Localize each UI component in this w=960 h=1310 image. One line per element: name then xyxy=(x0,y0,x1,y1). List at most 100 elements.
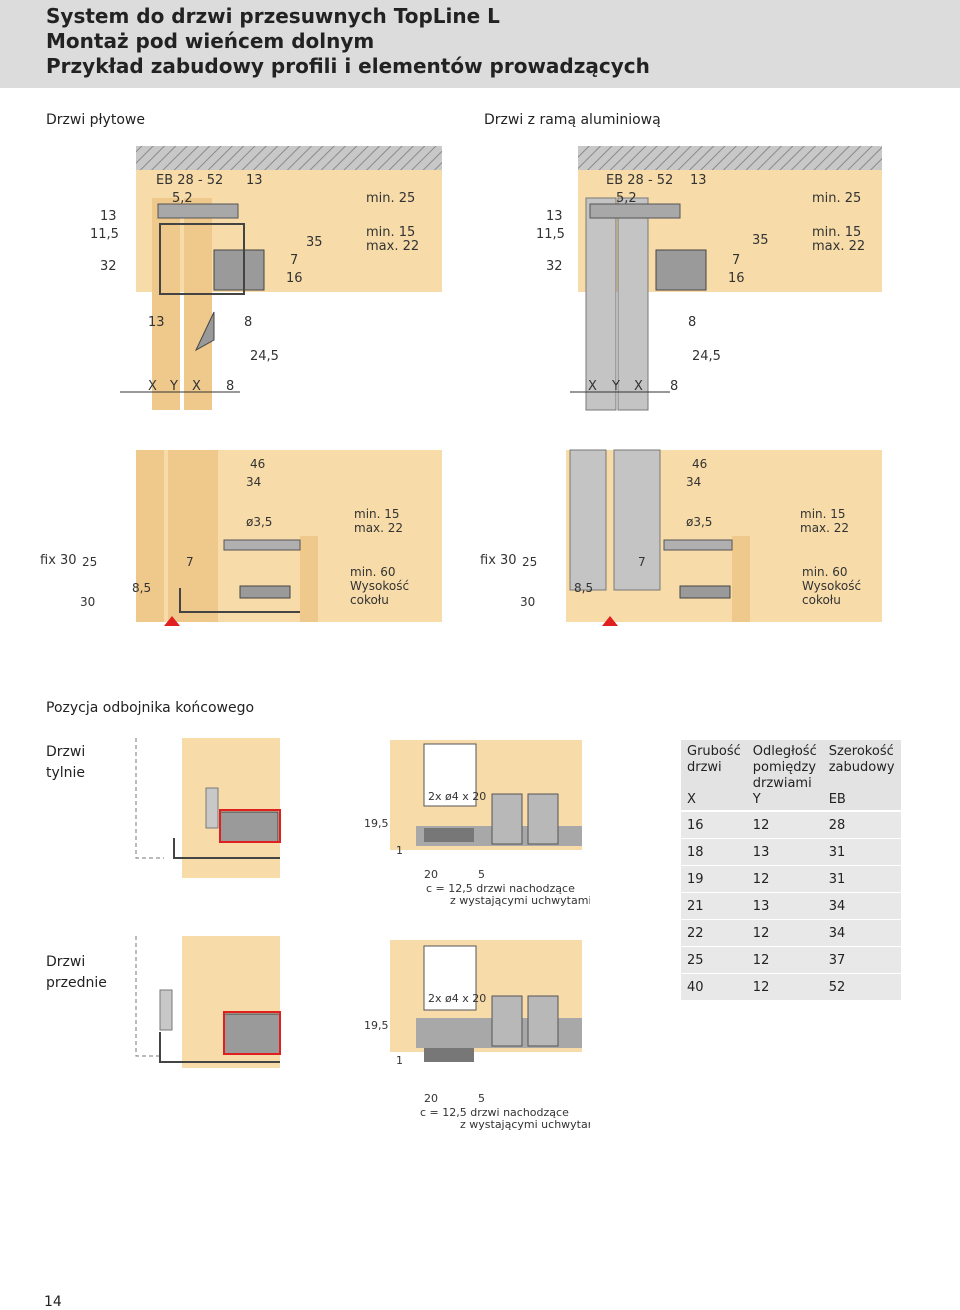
header-text: X xyxy=(687,792,696,807)
roller-carriage xyxy=(655,249,707,291)
section-title-panel-doors: Drzwi płytowe xyxy=(46,112,145,128)
dim-13-left: 13 xyxy=(100,209,117,224)
header-text: Szerokość xyxy=(828,744,894,759)
dim-5: 5 xyxy=(478,1092,485,1105)
label-front-door-line2: przednie xyxy=(46,975,107,991)
dim-46: 46 xyxy=(250,457,265,471)
dim-24-5: 24,5 xyxy=(692,349,721,364)
door-edge xyxy=(159,989,173,1031)
label-screw: 2x ø4 x 20 xyxy=(428,790,486,803)
stopper-highlight xyxy=(219,809,281,843)
dim-8-5: 8,5 xyxy=(132,581,151,595)
label-rear-door-line2: tylnie xyxy=(46,765,86,781)
cell: 31 xyxy=(822,865,901,893)
cell: 25 xyxy=(681,946,747,974)
dim-fix: fix 30 xyxy=(480,553,517,568)
cell: 37 xyxy=(822,946,901,974)
label-screw: 2x ø4 x 20 xyxy=(428,992,486,1005)
label-front-door-line1: Drzwi xyxy=(46,954,86,970)
dim-19-5: 19,5 xyxy=(364,817,389,830)
stopper-block-1 xyxy=(491,995,523,1047)
front-stopper-section xyxy=(135,936,281,1068)
dim-11-5: 11,5 xyxy=(536,227,565,242)
base-board xyxy=(732,536,750,622)
screw-box xyxy=(423,945,477,1011)
dim-8: 8 xyxy=(688,315,696,330)
note-line1: c = 12,5 drzwi nachodzące xyxy=(426,882,575,895)
header-text: Odległość xyxy=(752,744,817,759)
note-line2: z wystającymi uchwytami xyxy=(450,894,590,907)
dim-max22: max. 22 xyxy=(800,521,849,535)
position-marker xyxy=(164,616,180,626)
cell: 21 xyxy=(681,892,747,920)
rear-stopper-elevation: 2x ø4 x 20 19,5 1 20 5 c = 12,5 drzwi na… xyxy=(364,740,590,907)
base-board xyxy=(300,536,318,622)
cell: 12 xyxy=(746,865,823,893)
dim-max22: max. 22 xyxy=(354,521,403,535)
cell: 12 xyxy=(746,973,823,1001)
dim-x-1: X xyxy=(588,379,597,394)
dim-11-5: 11,5 xyxy=(90,227,119,242)
note-line1: c = 12,5 drzwi nachodzące xyxy=(420,1106,569,1119)
rear-panel xyxy=(182,738,280,878)
door-rear xyxy=(136,450,164,622)
dim-5-2: 5,2 xyxy=(172,191,193,206)
dim-7: 7 xyxy=(638,555,646,569)
cell: 16 xyxy=(681,811,747,839)
stopper-block-1 xyxy=(491,793,523,845)
label-plinth: cokołu xyxy=(802,593,841,607)
dim-x-2: X xyxy=(192,379,201,394)
dim-y: Y xyxy=(169,379,178,394)
bottom-right-diagram: 46 34 ø3,5 min. 15 max. 22 fix 30 25 30 … xyxy=(480,449,882,626)
frame-door-front xyxy=(613,449,661,591)
dim-y: Y xyxy=(611,379,620,394)
label-front-door: Drzwi przednie xyxy=(46,952,107,994)
section-title-stopper: Pozycja odbojnika końcowego xyxy=(46,700,255,716)
dim-8-bottom: 8 xyxy=(670,379,678,394)
header-text: zabudowy xyxy=(828,760,895,775)
bracket xyxy=(159,223,245,295)
label-height: Wysokość xyxy=(802,579,861,593)
dim-7: 7 xyxy=(186,555,194,569)
dim-34: 34 xyxy=(686,475,701,489)
dim-46: 46 xyxy=(692,457,707,471)
cell: 12 xyxy=(746,811,823,839)
dim-eb: EB 28 - 52 xyxy=(606,173,673,188)
header-text: Y xyxy=(752,792,761,807)
dim-min25: min. 25 xyxy=(366,191,415,206)
dimension-table: Grubość drzwi X Odległość pomiędzy drzwi… xyxy=(681,740,901,1001)
door-front xyxy=(184,198,212,410)
dim-32: 32 xyxy=(100,259,117,274)
rail-profile xyxy=(157,203,239,219)
dim-1: 1 xyxy=(396,844,403,857)
guide-profile xyxy=(679,585,731,599)
header-text xyxy=(687,776,741,792)
note-line2: z wystającymi uchwytami xyxy=(460,1118,590,1131)
cell: 40 xyxy=(681,973,747,1001)
dim-16: 16 xyxy=(728,271,745,286)
dim-5: 5 xyxy=(478,868,485,881)
dim-13-top: 13 xyxy=(690,173,707,188)
dim-dia: ø3,5 xyxy=(246,515,272,529)
dim-x-1: X xyxy=(148,379,157,394)
position-marker xyxy=(602,616,618,626)
cell: 31 xyxy=(822,838,901,866)
dim-max22: max. 22 xyxy=(366,239,419,254)
dim-13-left: 13 xyxy=(546,209,563,224)
dim-30: 30 xyxy=(80,595,95,609)
cell: 34 xyxy=(822,919,901,947)
header-title-3: Przykład zabudowy profili i elementów pr… xyxy=(46,54,650,78)
cell: 12 xyxy=(746,946,823,974)
dim-x-2: X xyxy=(634,379,643,394)
cell: 13 xyxy=(746,838,823,866)
guide-profile xyxy=(219,811,279,843)
header-text: EB xyxy=(828,792,846,807)
header-text xyxy=(829,776,895,792)
header-text: Grubość xyxy=(687,744,741,759)
dim-30: 30 xyxy=(520,595,535,609)
header-text: drzwi xyxy=(687,760,722,775)
door-front xyxy=(168,450,218,622)
page-header: System do drzwi przesuwnych TopLine L Mo… xyxy=(0,0,960,88)
